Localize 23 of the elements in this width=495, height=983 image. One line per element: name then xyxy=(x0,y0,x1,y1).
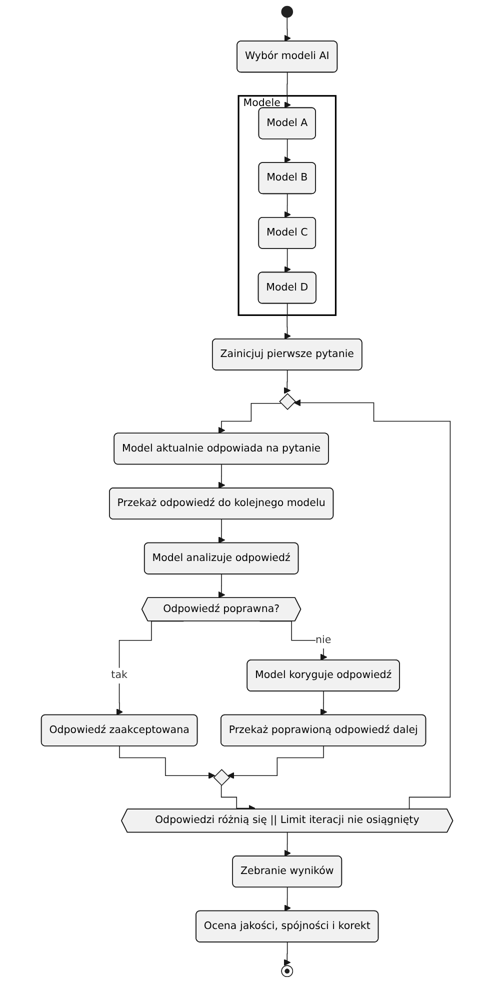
arrow xyxy=(284,72,292,108)
arrow xyxy=(284,832,292,857)
edge-label: nie xyxy=(316,634,332,646)
arrow xyxy=(284,16,292,42)
arrow xyxy=(284,303,292,340)
arrow xyxy=(218,519,226,544)
arrow xyxy=(294,399,452,810)
arrow xyxy=(120,746,216,780)
arrow xyxy=(218,402,282,434)
arrow xyxy=(320,691,328,716)
arrow xyxy=(284,194,292,218)
node-diamond xyxy=(280,393,296,410)
arrow xyxy=(284,887,292,912)
arrow xyxy=(218,574,226,598)
node-circle xyxy=(282,6,294,18)
arrow xyxy=(284,248,292,273)
arrow xyxy=(228,746,325,780)
arrow xyxy=(218,464,226,489)
arrow xyxy=(284,138,292,164)
node-diamond xyxy=(214,769,231,786)
arrow xyxy=(284,370,292,394)
arrow xyxy=(284,942,292,966)
edge-label: tak xyxy=(112,669,128,682)
